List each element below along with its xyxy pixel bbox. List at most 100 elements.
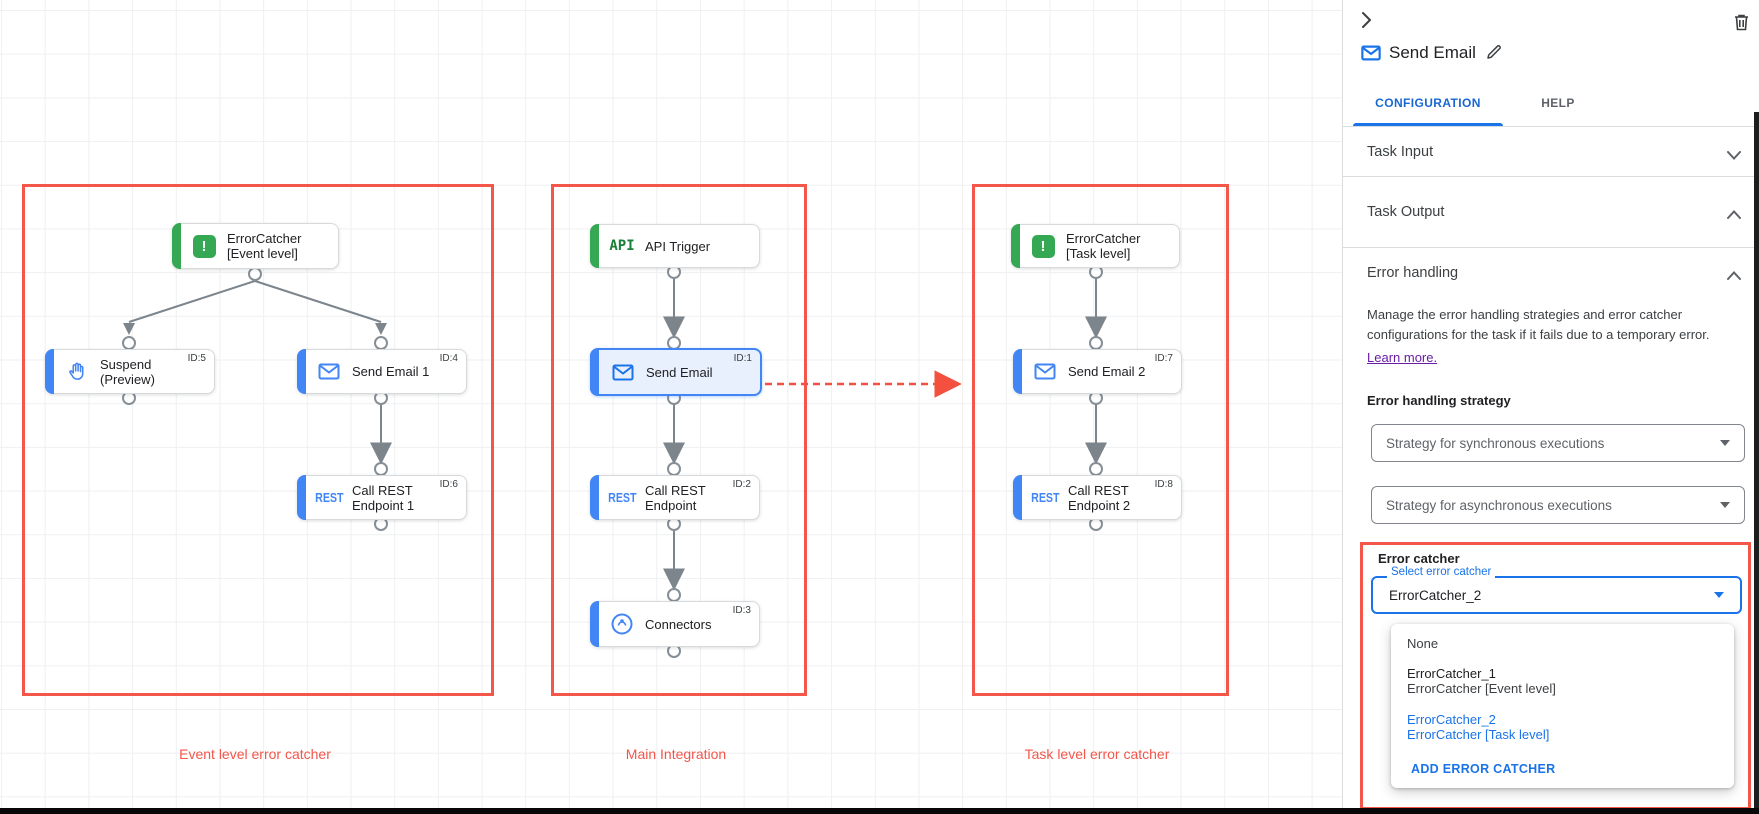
node-id-badge: ID:5 bbox=[187, 353, 206, 364]
error-catcher-select-floating-label: Select error catcher bbox=[1387, 566, 1496, 578]
strategy-label: Error handling strategy bbox=[1367, 393, 1511, 408]
panel-title: Send Email bbox=[1389, 43, 1476, 62]
section-error-handling[interactable]: Error handling bbox=[1367, 265, 1459, 281]
node-accent-bar bbox=[45, 349, 54, 394]
node-label: Call REST bbox=[1068, 482, 1129, 498]
add-error-catcher-button[interactable]: ADD ERROR CATCHER bbox=[1411, 762, 1556, 776]
hand-icon bbox=[62, 361, 92, 383]
node-accent-bar bbox=[590, 224, 599, 268]
node-suspend[interactable]: Suspend(Preview) ID:5 bbox=[45, 349, 215, 394]
panel-scrollbar[interactable] bbox=[1754, 112, 1759, 808]
error-handling-description: Manage the error handling strategies and… bbox=[1367, 307, 1710, 342]
dropdown-caret-icon bbox=[1714, 592, 1724, 598]
node-id-badge: ID:2 bbox=[732, 479, 751, 490]
node-id-badge: ID:6 bbox=[439, 479, 458, 490]
group-label-event-level: Event level error catcher bbox=[179, 746, 331, 762]
bottom-border bbox=[0, 808, 1759, 814]
node-label: ErrorCatcher bbox=[1066, 231, 1141, 246]
node-label: Send Email bbox=[646, 364, 713, 380]
node-accent-bar bbox=[590, 348, 599, 396]
sync-strategy-value: Strategy for synchronous executions bbox=[1386, 435, 1605, 451]
tab-configuration[interactable]: CONFIGURATION bbox=[1375, 96, 1481, 110]
error-catcher-select-value: ErrorCatcher_2 bbox=[1389, 587, 1482, 603]
error-catcher-select[interactable]: ErrorCatcher_2 bbox=[1371, 576, 1742, 614]
node-label: API Trigger bbox=[645, 238, 711, 254]
node-label-line2: [Task level] bbox=[1066, 246, 1131, 261]
error-catcher-menu: None ErrorCatcher_1 ErrorCatcher [Event … bbox=[1391, 624, 1734, 788]
node-label: Send Email 2 bbox=[1068, 364, 1146, 379]
node-label-line2: Endpoint bbox=[645, 497, 697, 513]
node-accent-bar bbox=[590, 601, 599, 647]
node-accent-bar bbox=[172, 223, 181, 269]
node-label: Connectors bbox=[645, 616, 712, 632]
node-label: Call REST bbox=[645, 482, 706, 498]
group-box-task-level bbox=[972, 184, 1229, 696]
async-strategy-select[interactable]: Strategy for asynchronous executions bbox=[1371, 486, 1745, 524]
node-send-email-1[interactable]: Send Email 1 ID:4 bbox=[297, 349, 467, 394]
node-label-line2: Endpoint 1 bbox=[352, 497, 415, 513]
group-label-task-level: Task level error catcher bbox=[1024, 746, 1170, 762]
rest-icon: REST bbox=[607, 490, 637, 505]
collapse-panel-icon[interactable] bbox=[1357, 11, 1375, 34]
node-accent-bar bbox=[1011, 224, 1020, 268]
node-label: Suspend bbox=[100, 356, 152, 372]
sync-strategy-select[interactable]: Strategy for synchronous executions bbox=[1371, 424, 1745, 462]
connectors-icon bbox=[607, 612, 637, 636]
delete-task-icon[interactable] bbox=[1733, 13, 1750, 36]
menu-item-errorcatcher-2[interactable]: ErrorCatcher_2 ErrorCatcher [Task level] bbox=[1407, 712, 1550, 742]
section-task-input[interactable]: Task Input bbox=[1367, 144, 1434, 160]
node-label-line2: Endpoint 2 bbox=[1068, 497, 1131, 513]
node-accent-bar bbox=[297, 349, 306, 394]
group-label-main-integration: Main Integration bbox=[625, 746, 727, 762]
node-id-badge: ID:4 bbox=[439, 353, 458, 364]
email-icon bbox=[1030, 363, 1060, 380]
menu-item-none[interactable]: None bbox=[1407, 636, 1439, 651]
chevron-down-icon[interactable] bbox=[1727, 147, 1741, 165]
async-strategy-value: Strategy for asynchronous executions bbox=[1386, 497, 1612, 513]
node-connectors[interactable]: Connectors ID:3 bbox=[590, 601, 760, 647]
node-label: Send Email 1 bbox=[352, 364, 430, 379]
node-label-line2: [Event level] bbox=[227, 246, 298, 261]
section-task-output[interactable]: Task Output bbox=[1367, 204, 1445, 220]
node-id-badge: ID:3 bbox=[732, 605, 751, 616]
error-catcher-icon: ! bbox=[1028, 234, 1058, 258]
rest-icon: REST bbox=[1030, 490, 1060, 505]
email-icon bbox=[608, 364, 638, 381]
dropdown-caret-icon bbox=[1720, 502, 1730, 508]
node-accent-bar bbox=[1013, 349, 1022, 394]
api-icon: API bbox=[609, 238, 635, 254]
group-box-main-integration bbox=[551, 184, 807, 696]
dropdown-caret-icon bbox=[1720, 440, 1730, 446]
node-accent-bar bbox=[297, 475, 306, 520]
node-errorcatcher-event-level[interactable]: ! ErrorCatcher[Event level] bbox=[172, 223, 339, 269]
node-send-email-selected[interactable]: Send Email ID:1 bbox=[590, 348, 762, 396]
active-tab-indicator bbox=[1353, 123, 1503, 126]
node-label-line2: (Preview) bbox=[100, 371, 155, 387]
chevron-up-icon[interactable] bbox=[1727, 267, 1741, 285]
node-send-email-2[interactable]: Send Email 2 ID:7 bbox=[1013, 349, 1182, 394]
error-catcher-label: Error catcher bbox=[1378, 551, 1460, 566]
menu-item-errorcatcher-1[interactable]: ErrorCatcher_1 ErrorCatcher [Event level… bbox=[1407, 666, 1556, 696]
node-accent-bar bbox=[590, 475, 599, 520]
node-id-badge: ID:1 bbox=[733, 353, 752, 364]
node-label: ErrorCatcher bbox=[227, 231, 302, 246]
rest-icon: REST bbox=[314, 490, 344, 505]
learn-more-link[interactable]: Learn more. bbox=[1367, 350, 1438, 365]
integration-canvas[interactable]: ! ErrorCatcher[Event level] Suspend(Prev… bbox=[0, 0, 1342, 814]
node-label: Call REST bbox=[352, 482, 413, 498]
chevron-up-icon[interactable] bbox=[1727, 206, 1741, 224]
node-accent-bar bbox=[1013, 475, 1022, 520]
task-config-panel: Send Email CONFIGURATION HELP Task Input… bbox=[1342, 0, 1759, 814]
divider bbox=[1343, 247, 1756, 248]
error-catcher-icon: ! bbox=[189, 234, 219, 258]
node-errorcatcher-task-level[interactable]: ! ErrorCatcher[Task level] bbox=[1011, 224, 1180, 268]
email-icon bbox=[314, 363, 344, 380]
divider bbox=[1343, 176, 1756, 177]
tab-help[interactable]: HELP bbox=[1541, 96, 1575, 110]
edit-title-icon[interactable] bbox=[1486, 44, 1502, 65]
node-api-trigger[interactable]: API API Trigger bbox=[590, 224, 760, 268]
